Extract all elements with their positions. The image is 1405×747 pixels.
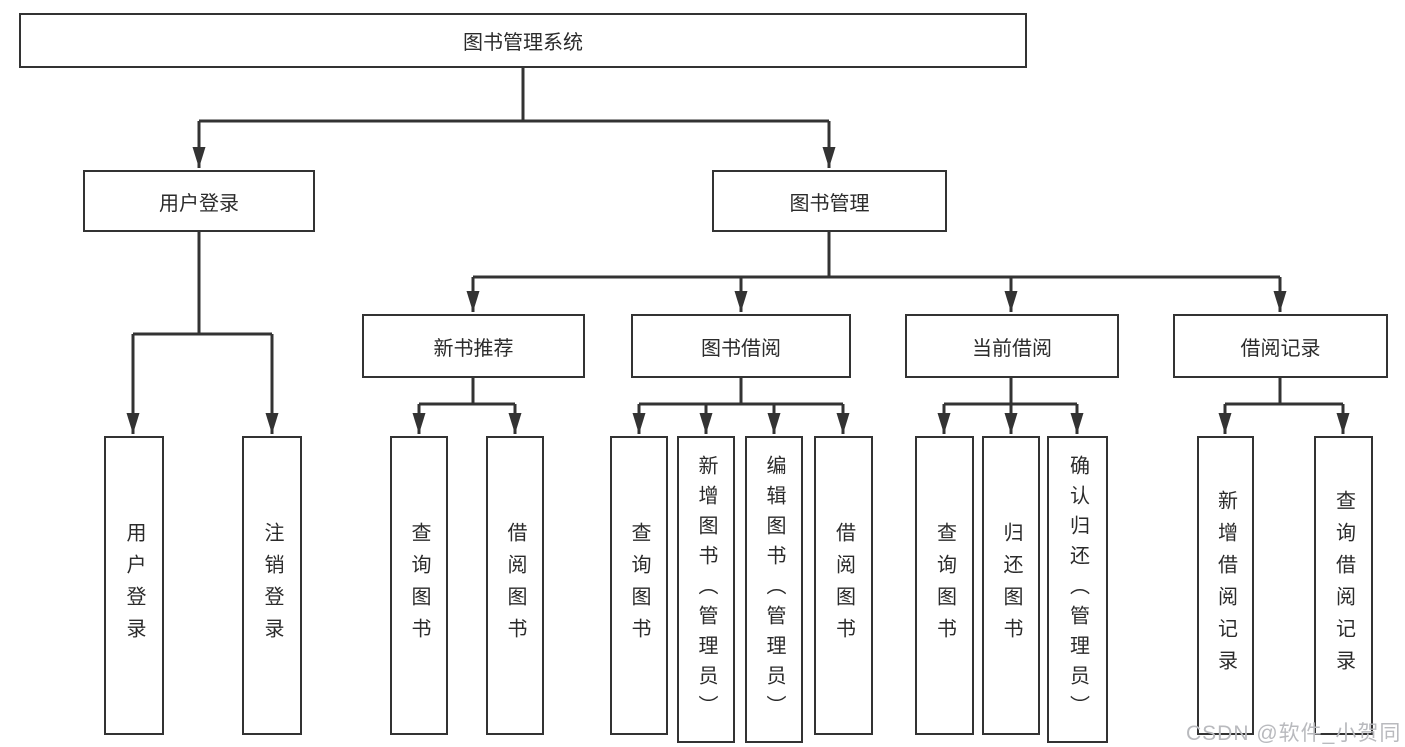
node-book-borrow: 图书借阅 [631, 314, 851, 378]
leaf-add-borrow-record: 新增借阅记录 [1197, 436, 1254, 735]
node-borrow-records-label: 借阅记录 [1240, 337, 1321, 360]
leaf-logout-label: 注销登录 [261, 521, 283, 650]
node-root: 图书管理系统 [19, 13, 1027, 68]
leaf-newbook-query-books-label: 查询图书 [408, 521, 430, 650]
leaf-return-books: 归还图书 [982, 436, 1040, 735]
leaf-newbook-query-books: 查询图书 [390, 436, 448, 735]
csdn-watermark: CSDN @软件_小贺同学 [1186, 722, 1402, 745]
leaf-borrow-query-books-label: 查询图书 [628, 521, 650, 650]
leaf-newbook-borrow-books-label: 借阅图书 [504, 521, 526, 650]
node-root-label: 图书管理系统 [463, 32, 583, 54]
leaf-user-login-label: 用户登录 [123, 521, 145, 650]
node-book-management: 图书管理 [712, 170, 947, 232]
leaf-edit-books-admin-label: 编辑图书（管理员） [763, 454, 785, 725]
leaf-edit-books-admin: 编辑图书（管理员） [745, 436, 803, 743]
leaf-newbook-borrow-books: 借阅图书 [486, 436, 544, 735]
node-borrow-records: 借阅记录 [1173, 314, 1388, 378]
leaf-query-borrow-record: 查询借阅记录 [1314, 436, 1373, 735]
leaf-add-books-admin: 新增图书（管理员） [677, 436, 735, 743]
leaf-confirm-return-admin: 确认归还（管理员） [1047, 436, 1108, 743]
leaf-query-borrow-record-label: 查询借阅记录 [1332, 489, 1355, 682]
leaf-borrow-borrow-books: 借阅图书 [814, 436, 873, 735]
node-user-login: 用户登录 [83, 170, 315, 232]
leaf-logout: 注销登录 [242, 436, 302, 735]
leaf-return-books-label: 归还图书 [1000, 521, 1022, 650]
node-new-book-recommend-label: 新书推荐 [433, 337, 514, 360]
leaf-add-books-admin-label: 新增图书（管理员） [695, 454, 717, 725]
leaf-borrow-query-books: 查询图书 [610, 436, 668, 735]
leaf-confirm-return-admin-label: 确认归还（管理员） [1066, 454, 1089, 725]
node-current-borrow-label: 当前借阅 [972, 337, 1052, 360]
node-book-borrow-label: 图书借阅 [701, 337, 781, 360]
node-user-login-label: 用户登录 [159, 192, 239, 215]
leaf-current-query-books: 查询图书 [915, 436, 974, 735]
leaf-borrow-borrow-books-label: 借阅图书 [832, 521, 855, 650]
leaf-add-borrow-record-label: 新增借阅记录 [1214, 489, 1237, 682]
leaf-current-query-books-label: 查询图书 [933, 521, 956, 650]
node-new-book-recommend: 新书推荐 [362, 314, 585, 378]
node-book-management-label: 图书管理 [789, 192, 870, 215]
leaf-user-login: 用户登录 [104, 436, 164, 735]
node-current-borrow: 当前借阅 [905, 314, 1119, 378]
